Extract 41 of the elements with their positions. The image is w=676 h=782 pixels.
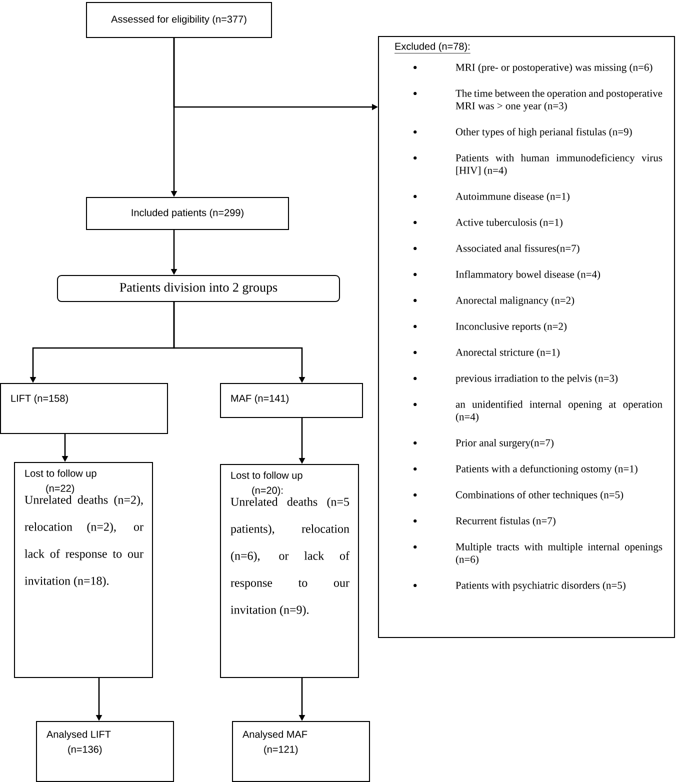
list-item: MRI (pre- or postoperative) was missing (n=6)	[414, 63, 652, 74]
list-item: Recurrent fistulas (n=7)	[414, 516, 556, 526]
heading: Lost to follow up (n=22)	[25, 470, 96, 494]
list-item: previous irradiation to the pelvis (n=3)	[414, 374, 618, 384]
list-item: Inflammatory bowel disease (n=4)	[414, 270, 600, 280]
label-text: LIFT (n=158)	[11, 394, 68, 404]
heading: Lost to follow up (n=20):	[231, 472, 302, 496]
list-item: Autoimmune disease (n=1)	[414, 192, 570, 202]
process-box	[220, 383, 363, 418]
process-box	[14, 462, 153, 678]
rounded-box	[57, 275, 340, 302]
label-text: Included patients (n=299)	[132, 208, 244, 218]
list-item: Patients with a defunctioning ostomy (n=1)	[414, 464, 638, 474]
list-item: The time between the operation and postoperative MRI was > one year (n=3)	[414, 89, 662, 112]
body-text: Unrelated deaths (n=5 patients), relocation (n=6), or lack of response to our invitation (n=9).	[230, 497, 350, 616]
list-item: Other types of high perianal fistulas (n=9)	[414, 128, 632, 138]
list-item: an unidentified internal opening at operation (n=4)	[414, 400, 662, 422]
exclusion-box	[378, 36, 675, 638]
list-item: Associated anal fissures(n=7)	[414, 244, 580, 254]
label-text: MAF (n=141)	[231, 394, 288, 404]
process-box	[220, 464, 359, 678]
process-box	[232, 721, 370, 782]
list-item: Active tuberculosis (n=1)	[414, 218, 562, 228]
heading: Analysed MAF (n=121)	[242, 730, 308, 755]
process-box	[0, 383, 168, 434]
list-item: Combinations of other techniques (n=5)	[414, 490, 624, 500]
process-box	[86, 2, 272, 38]
process-box	[36, 721, 174, 782]
list-item: Inconclusive reports (n=2)	[414, 322, 566, 332]
list-item: Multiple tracts with multiple internal openings (n=6)	[414, 542, 662, 565]
list-item: Prior anal surgery(n=7)	[414, 438, 554, 448]
list-item: Patients with psychiatric disorders (n=5)	[414, 581, 626, 591]
heading: Excluded (n=78):	[394, 42, 471, 54]
label-text: Assessed for eligibility (n=377)	[111, 15, 246, 25]
list-item: Anorectal stricture (n=1)	[414, 348, 560, 358]
list-item: Patients with human immunodeficiency virus [HIV] (n=4)	[414, 154, 662, 176]
body-text: Unrelated deaths (n=2), relocation (n=2), or lack of response to our invitation (n=18).	[24, 495, 144, 588]
list-item: Anorectal malignancy (n=2)	[414, 296, 574, 306]
label-text: Patients division into 2 groups	[120, 282, 278, 294]
heading: Analysed LIFT (n=136)	[46, 730, 111, 755]
process-box	[86, 197, 289, 230]
